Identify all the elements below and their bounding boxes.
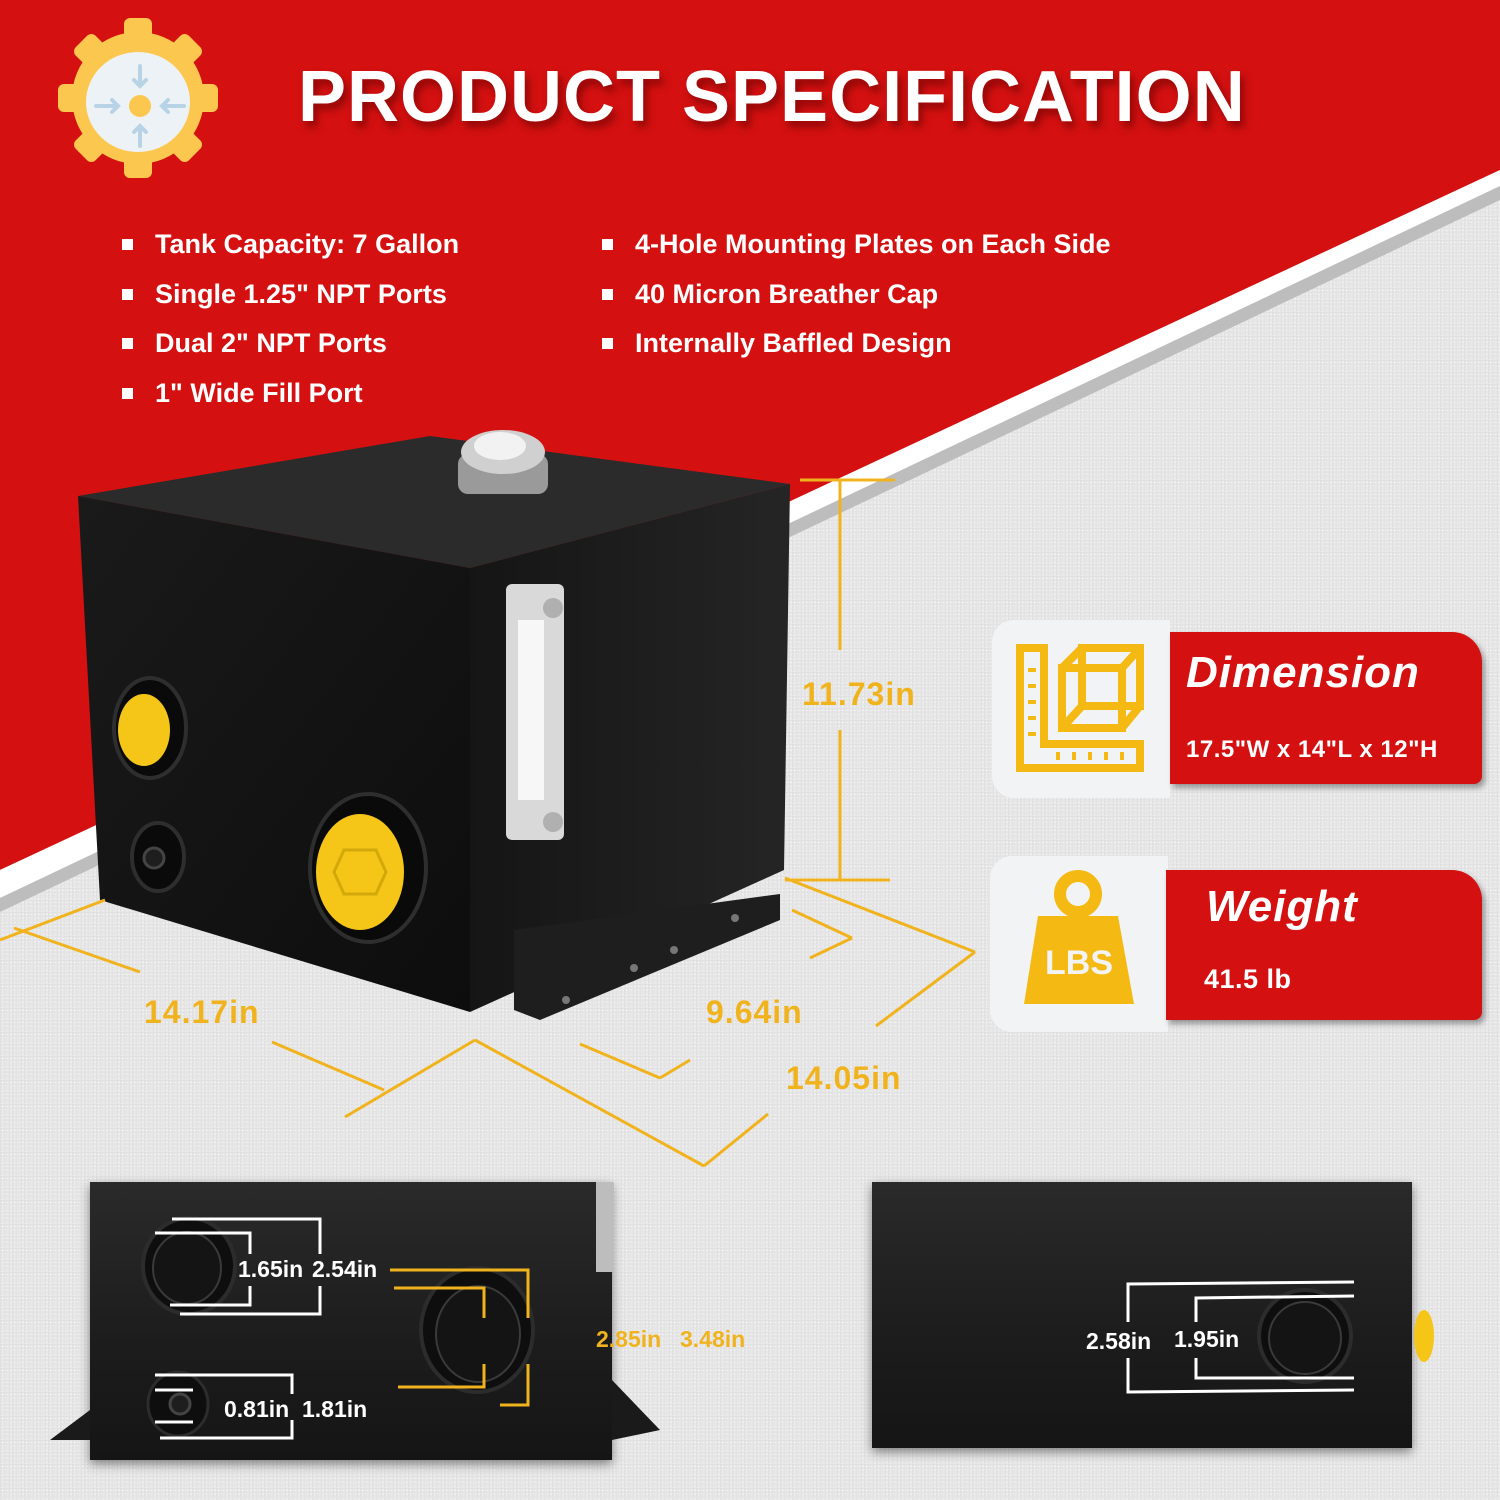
port-small-outer-diameter: 1.81in: [302, 1396, 368, 1422]
port-small-inner-diameter: 0.81in: [224, 1396, 290, 1422]
feature-item: Internally Baffled Design: [602, 319, 1111, 369]
bullet-icon: [602, 288, 613, 300]
feature-list-right: 4-Hole Mounting Plates on Each Side 40 M…: [602, 220, 1111, 369]
dimension-value: 17.5"W x 14"L x 12"H: [1186, 736, 1438, 763]
feature-list-left: Tank Capacity: 7 Gallon Single 1.25" NPT…: [122, 220, 459, 418]
bullet-icon: [122, 387, 133, 399]
weight-info-panel: Weight 41.5 lb: [1166, 870, 1482, 1020]
weight-value: 41.5 lb: [1204, 964, 1292, 994]
gear-compress-icon: [58, 18, 218, 178]
bullet-icon: [122, 239, 133, 251]
feature-item: 1" Wide Fill Port: [122, 369, 459, 419]
port-large-inner-diameter: 2.85in: [596, 1326, 662, 1352]
bullet-icon: [122, 338, 133, 350]
side-ports-detail-image: [50, 1182, 660, 1460]
weight-heading: Weight: [1206, 882, 1358, 931]
port-top-outer-diameter: 2.54in: [312, 1256, 378, 1282]
weight-lbs-icon: LBS: [1024, 870, 1134, 1004]
front-width-dimension-label: 14.17in: [144, 994, 260, 1030]
plate-width-dimension-label: 9.64in: [706, 994, 803, 1030]
rear-port-outer-diameter: 2.58in: [1086, 1328, 1152, 1354]
rear-port-diagram: [1126, 1280, 1434, 1394]
feature-item: 4-Hole Mounting Plates on Each Side: [602, 220, 1111, 270]
bullet-icon: [122, 288, 133, 300]
feature-item: 40 Micron Breather Cap: [602, 270, 1111, 320]
height-dimension-label: 11.73in: [802, 676, 916, 712]
port-large-outer-diameter: 3.48in: [680, 1326, 746, 1352]
dimension-info-panel: Dimension 17.5"W x 14"L x 12"H: [1170, 632, 1482, 784]
hydraulic-tank-image: [0, 430, 976, 1168]
port-top-inner-diameter: 1.65in: [238, 1256, 304, 1282]
weight-icon-box: LBS: [990, 856, 1168, 1032]
svg-text:LBS: LBS: [1045, 944, 1113, 982]
bullet-icon: [602, 338, 613, 350]
feature-item: Single 1.25" NPT Ports: [122, 270, 459, 320]
feature-item: Dual 2" NPT Ports: [122, 319, 459, 369]
ruler-cube-icon: [1016, 644, 1144, 772]
rear-port-inner-diameter: 1.95in: [1174, 1326, 1240, 1352]
dimension-icon-box: [992, 620, 1170, 798]
dimension-heading: Dimension: [1186, 648, 1420, 697]
rear-port-detail-image: [872, 1182, 1434, 1448]
feature-item: Tank Capacity: 7 Gallon: [122, 220, 459, 270]
side-ports-diagram: [50, 1182, 660, 1440]
bullet-icon: [602, 239, 613, 251]
depth-dimension-label: 14.05in: [786, 1060, 902, 1096]
page-title: PRODUCT SPECIFICATION: [298, 57, 1246, 137]
